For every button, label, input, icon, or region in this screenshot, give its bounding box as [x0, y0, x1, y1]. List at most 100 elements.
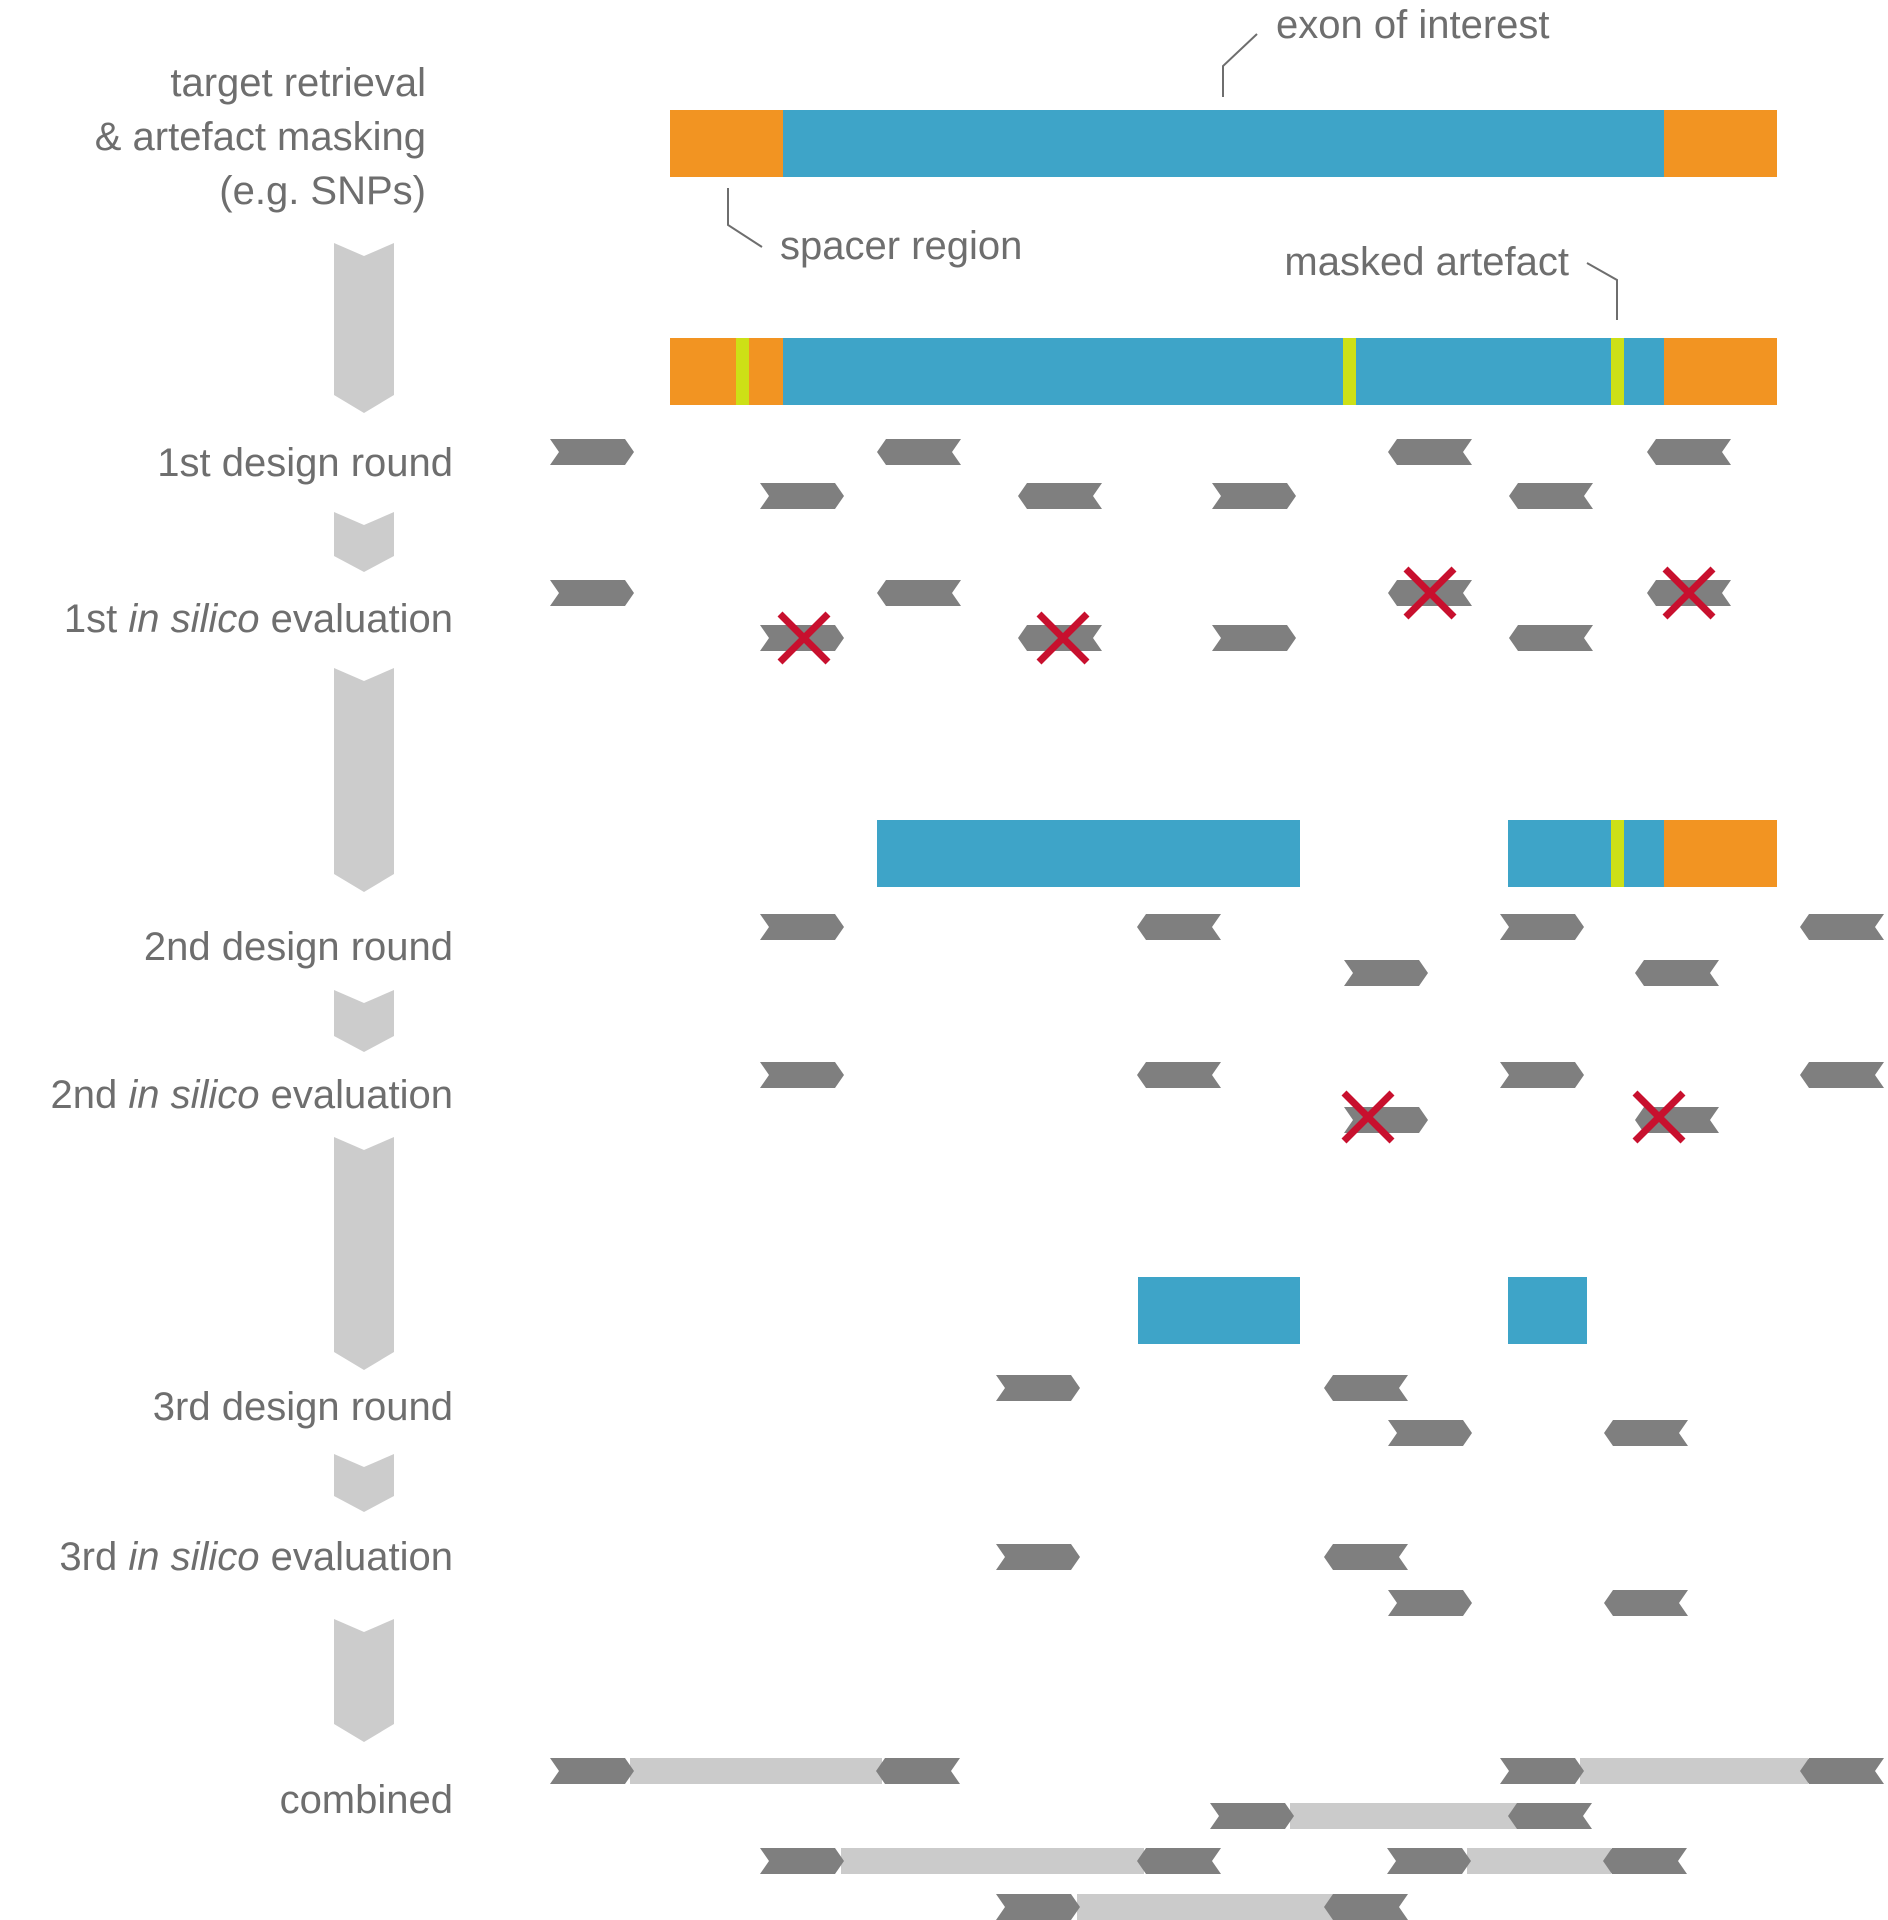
remaining-target-round-2 — [1138, 1277, 1587, 1344]
masked-artefact-mark — [1611, 338, 1624, 405]
flow-arrow-7 — [334, 1619, 394, 1742]
callout-label-masked-artefact: masked artefact — [1284, 240, 1569, 284]
flow-arrow-6 — [334, 1454, 394, 1512]
stage-label-snps: (e.g. SNPs) — [219, 169, 426, 213]
reverse-primer — [1324, 1544, 1408, 1570]
reject-mark-icon — [1341, 1090, 1395, 1144]
exon-segment — [783, 338, 1665, 405]
stage-label-3rd-evaluation: 3rd in silico evaluation — [59, 1535, 453, 1579]
stage-label-2nd-design-round: 2nd design round — [144, 925, 453, 969]
masked-sequence — [670, 338, 1777, 405]
flow-arrow-5 — [334, 1137, 394, 1370]
eval-suffix: evaluation — [260, 1073, 453, 1117]
reverse-primer — [1800, 1062, 1884, 1088]
amplicon-link — [1580, 1758, 1808, 1784]
forward-primer — [760, 1848, 844, 1874]
reverse-primer — [1018, 483, 1102, 509]
forward-primer — [996, 1544, 1080, 1570]
reject-mark-icon — [1662, 566, 1716, 620]
reverse-primer — [1604, 1420, 1688, 1446]
amplicon-link — [1077, 1894, 1334, 1920]
forward-primer — [1500, 1062, 1584, 1088]
eval-italic: in silico — [128, 597, 259, 641]
forward-primer — [1388, 1590, 1472, 1616]
forward-primer — [1388, 1420, 1472, 1446]
exon-segment — [877, 820, 1300, 887]
reverse-primer — [1635, 960, 1719, 986]
stage-label-artefact-masking: & artefact masking — [95, 115, 426, 159]
forward-primer — [550, 1758, 634, 1784]
reverse-primer — [1603, 1848, 1687, 1874]
spacer-segment-right — [1664, 110, 1777, 177]
flow-arrow-2 — [334, 512, 394, 572]
eval-suffix: evaluation — [260, 1535, 453, 1579]
exon-segment — [1508, 820, 1665, 887]
forward-primer — [1210, 1803, 1294, 1829]
callout-leader-line — [1586, 262, 1618, 320]
amplicon-link — [1290, 1803, 1518, 1829]
forward-primer — [550, 439, 634, 465]
primers — [550, 439, 1884, 1920]
stage-label-target-retrieval: target retrieval — [170, 61, 426, 105]
target-sequence — [670, 110, 1777, 177]
reverse-primer — [1508, 1803, 1592, 1829]
reject-mark-icon — [1632, 1090, 1686, 1144]
reject-mark-icon — [777, 611, 831, 665]
masked-artefact-mark — [1343, 338, 1356, 405]
amplicon-link — [1467, 1848, 1611, 1874]
amplicon-links — [630, 1758, 1808, 1920]
stage-labels: target retrieval & artefact masking (e.g… — [51, 61, 454, 1822]
forward-primer — [760, 1062, 844, 1088]
callout-leader-line — [1222, 33, 1258, 97]
callout-spacer-region: spacer region — [727, 188, 1022, 268]
forward-primer — [996, 1894, 1080, 1920]
reverse-primer — [1647, 439, 1731, 465]
reverse-primer — [877, 439, 961, 465]
reverse-primer — [1324, 1375, 1408, 1401]
reverse-primer — [1604, 1590, 1688, 1616]
exon-segment — [783, 110, 1665, 177]
forward-primer — [996, 1375, 1080, 1401]
forward-primer — [1387, 1848, 1471, 1874]
eval-italic: in silico — [128, 1073, 259, 1117]
reverse-primer — [876, 1758, 960, 1784]
stage-label-2nd-evaluation: 2nd in silico evaluation — [51, 1073, 454, 1117]
eval-suffix: evaluation — [260, 597, 453, 641]
exon-segment — [1508, 1277, 1587, 1344]
eval-prefix: 2nd — [51, 1073, 129, 1117]
reverse-primer — [1800, 1758, 1884, 1784]
spacer-segment-right — [1664, 820, 1777, 887]
forward-primer — [1500, 1758, 1584, 1784]
reverse-primer — [1509, 483, 1593, 509]
stage-label-3rd-design-round: 3rd design round — [153, 1385, 453, 1429]
reverse-primer — [877, 580, 961, 606]
amplicon-link — [841, 1848, 1144, 1874]
reverse-primer — [1137, 914, 1221, 940]
eval-prefix: 3rd — [59, 1535, 128, 1579]
stage-label-1st-design-round: 1st design round — [157, 441, 453, 485]
flow-arrow-1 — [334, 243, 394, 413]
stage-label-1st-evaluation: 1st in silico evaluation — [64, 597, 453, 641]
remaining-target-round-1 — [877, 820, 1777, 887]
forward-primer — [550, 580, 634, 606]
reverse-primer — [1137, 1848, 1221, 1874]
forward-primer — [760, 914, 844, 940]
exon-segment — [1138, 1277, 1300, 1344]
callout-leader-line — [727, 188, 763, 248]
reject-mark-icon — [1403, 566, 1457, 620]
callout-label-exon-of-interest: exon of interest — [1276, 3, 1550, 47]
reject-mark-icon — [1036, 611, 1090, 665]
stage-label-combined: combined — [280, 1778, 453, 1822]
spacer-segment-left — [670, 338, 784, 405]
reverse-primer — [1388, 439, 1472, 465]
masked-artefact-mark — [736, 338, 749, 405]
callout-masked-artefact: masked artefact — [1284, 240, 1618, 320]
callout-exon-of-interest: exon of interest — [1222, 3, 1550, 97]
forward-primer — [1212, 625, 1296, 651]
reverse-primer — [1800, 914, 1884, 940]
rejection-marks — [777, 566, 1716, 1144]
forward-primer — [760, 483, 844, 509]
forward-primer — [1344, 960, 1428, 986]
forward-primer — [1500, 914, 1584, 940]
